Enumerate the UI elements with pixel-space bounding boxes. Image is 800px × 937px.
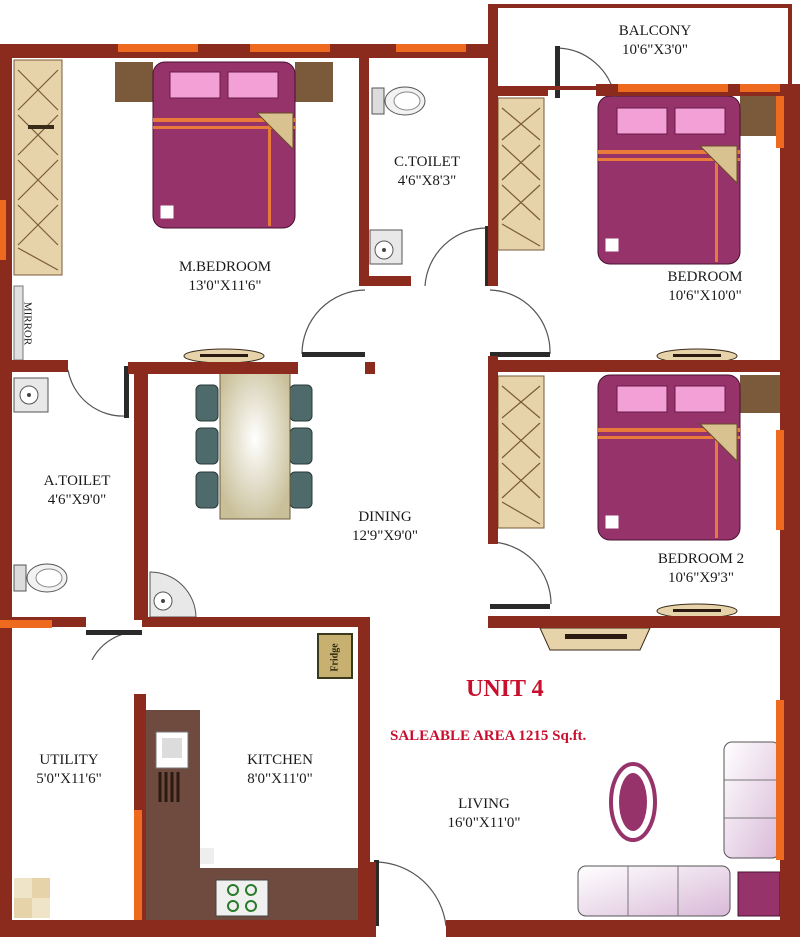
fridge-label: Fridge [329, 643, 341, 672]
room-label-kitchen: KITCHEN 8'0"X11'0" [220, 751, 340, 789]
fridge [317, 633, 353, 679]
room-label-a-toilet: A.TOILET 4'6"X9'0" [22, 472, 132, 510]
c-toilet-wc [371, 86, 426, 116]
room-name: BEDROOM 2 [657, 551, 745, 567]
room-size: 12'9"X9'0" [352, 528, 418, 544]
room-size: 16'0"X11'0" [447, 815, 521, 831]
room-size: 5'0"X11'6" [36, 771, 102, 787]
a-toilet-basin [13, 377, 49, 413]
room-label-utility: UTILITY 5'0"X11'6" [14, 751, 124, 789]
room-size: 4'6"X8'3" [397, 173, 457, 189]
a-toilet-wc [13, 563, 68, 593]
unit-title: UNIT 4 [466, 676, 544, 702]
room-name: KITCHEN [247, 752, 313, 768]
room-size: 8'0"X11'0" [247, 771, 313, 787]
room-name: A.TOILET [43, 473, 111, 489]
room-name: DINING [358, 509, 412, 525]
room-name: BALCONY [618, 23, 692, 39]
room-label-dining: DINING 12'9"X9'0" [320, 508, 450, 546]
room-label-bedroom-2: BEDROOM 2 10'6"X9'3" [636, 550, 766, 588]
dining-table [195, 372, 313, 520]
bedroom-bed [597, 95, 780, 265]
living-sofa-set [577, 741, 781, 917]
room-name: C.TOILET [394, 154, 460, 170]
room-size: 10'6"X10'0" [668, 288, 742, 304]
room-size: 10'6"X3'0" [622, 42, 688, 58]
room-name: BEDROOM [667, 269, 743, 285]
room-label-c-toilet: C.TOILET 4'6"X8'3" [372, 153, 482, 191]
c-toilet-basin [369, 229, 403, 265]
wardrobe-bedroom [497, 97, 545, 251]
room-size: 10'6"X9'3" [668, 570, 734, 586]
room-label-bedroom: BEDROOM 10'6"X10'0" [640, 268, 770, 306]
mirror-label: MIRROR [21, 301, 34, 346]
room-size: 13'0"X11'6" [188, 278, 262, 294]
windows [0, 44, 784, 920]
room-label-balcony: BALCONY 10'6"X3'0" [600, 22, 710, 60]
utility-tiles [14, 848, 214, 918]
room-size: 4'6"X9'0" [47, 492, 107, 508]
wall-shelves [183, 348, 738, 651]
wardrobe-master-bedroom [13, 59, 63, 276]
room-label-living: LIVING 16'0"X11'0" [424, 795, 544, 833]
door-leaves [86, 46, 560, 926]
room-name: LIVING [458, 796, 510, 812]
kitchen-counter [146, 710, 360, 920]
bedroom-2-bed [597, 374, 780, 541]
room-name: M.BEDROOM [178, 259, 272, 275]
room-name: UTILITY [39, 752, 99, 768]
room-label-m-bedroom: M.BEDROOM 13'0"X11'6" [150, 258, 300, 296]
master-bed [115, 61, 333, 229]
saleable-area: SALEABLE AREA 1215 Sq.ft. [390, 728, 587, 744]
dining-wash-basin [149, 571, 197, 618]
wardrobe-bedroom-2 [497, 375, 545, 529]
